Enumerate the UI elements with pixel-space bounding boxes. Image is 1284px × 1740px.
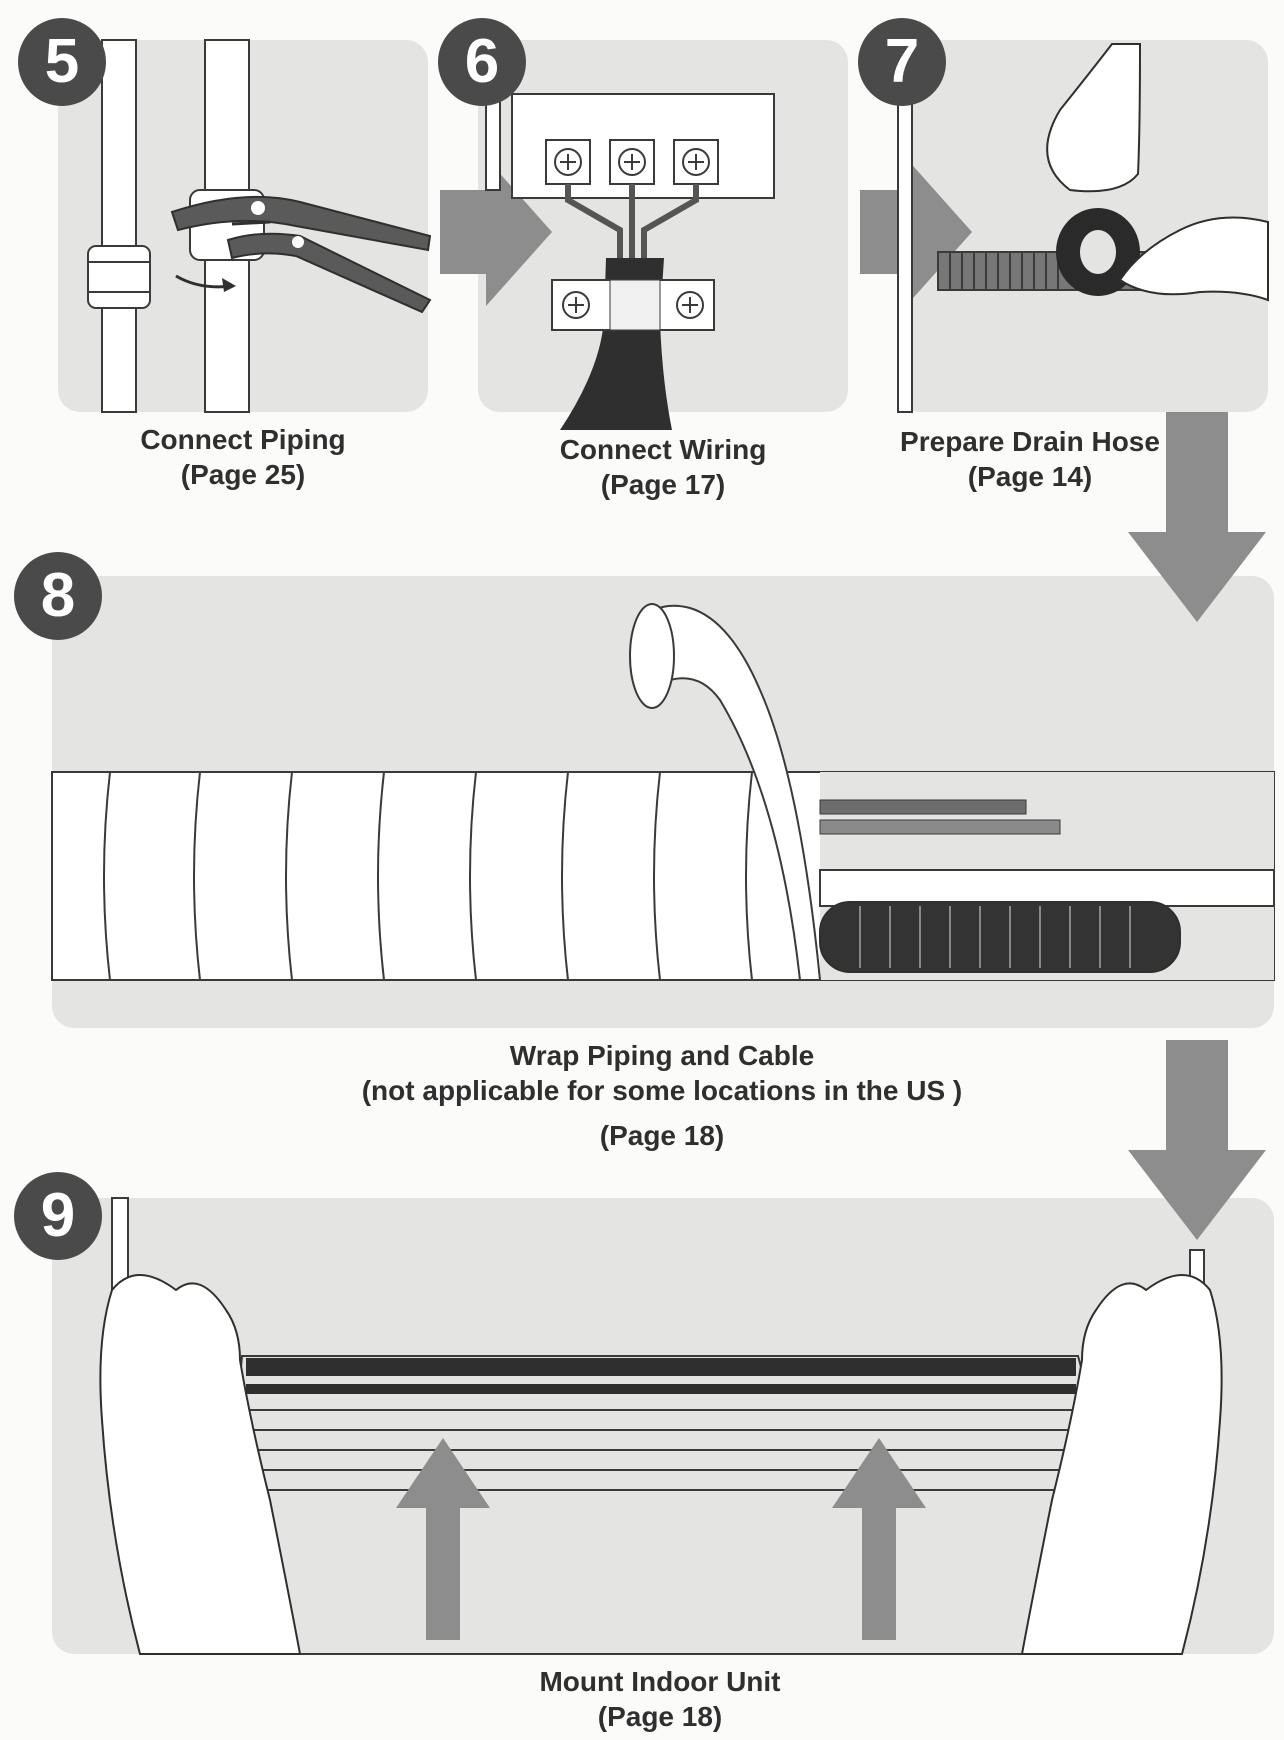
step-5-page-ref: (Page 25) (180, 459, 306, 490)
step-5-caption: Connect Piping (Page 25) (58, 422, 428, 492)
step-7-caption: Prepare Drain Hose (Page 14) (880, 424, 1180, 494)
step-8-note: (not applicable for some locations in th… (361, 1075, 963, 1106)
step-7-panel (898, 40, 1268, 412)
step-6-title: Connect Wiring (559, 434, 767, 465)
step-9-page-ref: (Page 18) (597, 1701, 723, 1732)
step-5-title: Connect Piping (140, 424, 346, 455)
step-5-panel (58, 40, 428, 412)
step-7-page-ref: (Page 14) (967, 461, 1093, 492)
step-7-number: 7 (858, 18, 946, 106)
step-6-panel (478, 40, 848, 412)
step-5-number: 5 (18, 18, 106, 106)
step-9-number: 9 (14, 1172, 102, 1260)
step-6-number: 6 (438, 18, 526, 106)
step-6-caption: Connect Wiring (Page 17) (478, 432, 848, 502)
step-9-panel (52, 1198, 1274, 1654)
step-9-title: Mount Indoor Unit (539, 1666, 781, 1697)
step-6-page-ref: (Page 17) (600, 469, 726, 500)
step-7-title: Prepare Drain Hose (900, 426, 1160, 457)
step-8-number: 8 (14, 552, 102, 640)
step-8-panel (52, 576, 1274, 1028)
step-9-caption: Mount Indoor Unit (Page 18) (480, 1664, 840, 1734)
step-8-title: Wrap Piping and Cable (509, 1040, 815, 1071)
step-8-page-ref: (Page 18) (599, 1120, 725, 1151)
step-8-caption: Wrap Piping and Cable (not applicable fo… (292, 1038, 1032, 1153)
